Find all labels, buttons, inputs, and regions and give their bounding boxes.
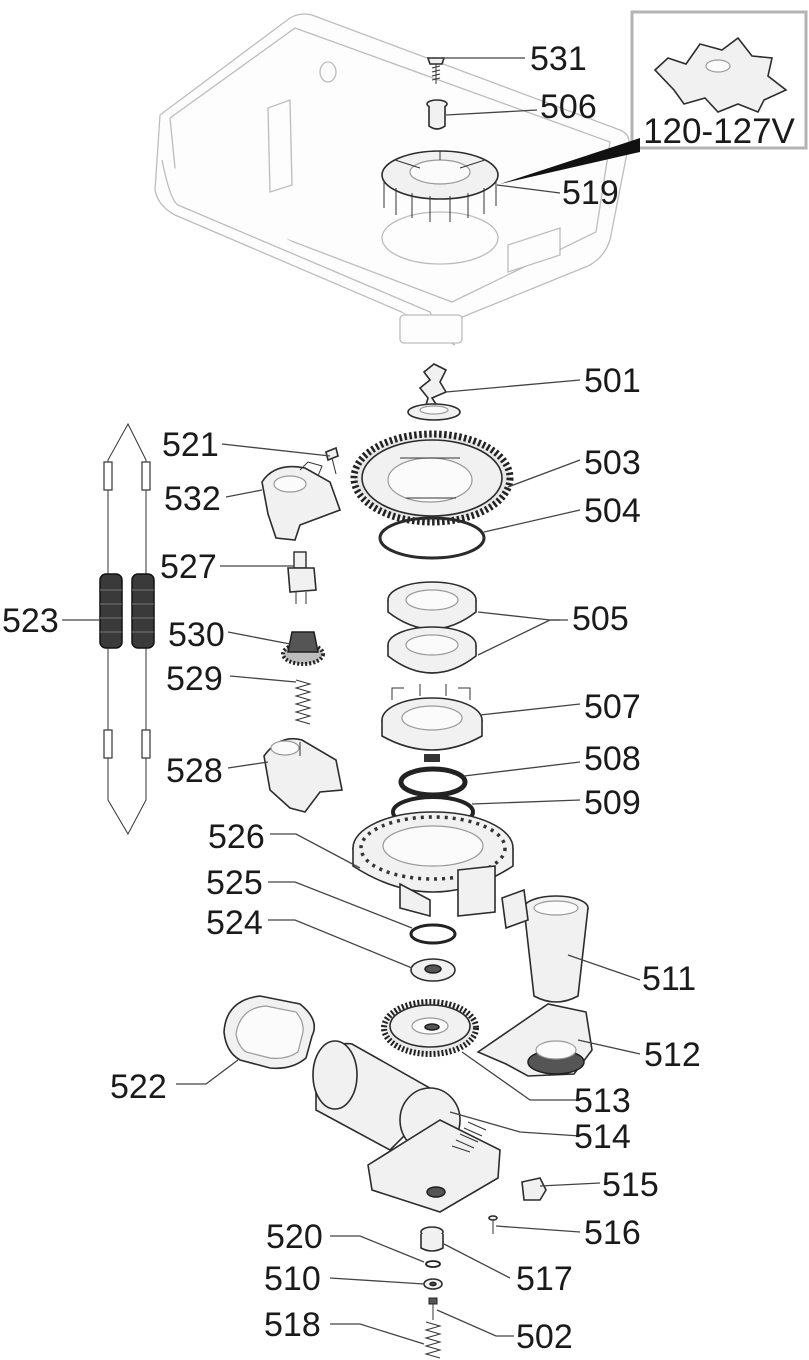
inset-pointer: [500, 138, 640, 184]
part-512-plate: [476, 1003, 593, 1077]
callout-505: 505: [572, 600, 629, 638]
part-525-washer: [409, 923, 457, 945]
part-514-motor: [312, 1040, 501, 1213]
part-518-spring: [424, 1321, 442, 1359]
callout-504: 504: [584, 492, 641, 530]
callout-517: 517: [516, 1260, 573, 1298]
inset-box: 120-127V: [500, 10, 808, 184]
part-517-bushing: [420, 1226, 444, 1252]
part-511-cup: [501, 888, 589, 1003]
part-528-bracket: [263, 737, 343, 813]
callout-523: 523: [2, 602, 59, 640]
part-523-harness: [99, 422, 155, 836]
part-508-ring: [398, 766, 468, 798]
callout-507: 507: [584, 688, 641, 726]
part-521-screw: [325, 446, 339, 475]
callout-514: 514: [574, 1118, 631, 1156]
callout-526: 526: [208, 818, 265, 856]
part-505-discs: [387, 581, 477, 674]
callout-511: 511: [642, 960, 696, 998]
part-519-retainer: [381, 150, 499, 222]
callout-516: 516: [584, 1214, 641, 1252]
callout-510: 510: [264, 1260, 321, 1298]
part-503-gear-ring: [350, 430, 514, 526]
part-506-bushing: [426, 99, 448, 130]
callout-501: 501: [584, 362, 641, 400]
top-housing-ghost: [154, 13, 630, 346]
callout-522: 522: [110, 1068, 167, 1106]
part-530-gear: [281, 631, 325, 666]
callout-525: 525: [206, 864, 263, 902]
callout-508: 508: [584, 740, 641, 778]
part-522-bracket-ring: [223, 995, 316, 1070]
part-504-o-ring: [378, 516, 486, 560]
callout-520: 520: [266, 1218, 323, 1256]
part-527-shaft: [287, 551, 317, 604]
callout-506: 506: [540, 88, 597, 126]
callout-529: 529: [166, 660, 223, 698]
part-531-screw: [426, 57, 446, 84]
part-513-gear: [381, 999, 479, 1057]
part-501-auger: [407, 363, 461, 421]
part-502-screw: [428, 1297, 438, 1320]
part-529-spring: [294, 679, 312, 725]
callout-532: 532: [164, 480, 221, 518]
inset-voltage-label: 120-127V: [643, 112, 795, 151]
part-510-nut: [423, 1278, 443, 1290]
callout-labels: 531 506 519 501 521 503 532 504 527 523 …: [2, 40, 701, 1356]
part-520-washer: [425, 1260, 441, 1268]
part-526-housing: [352, 811, 514, 918]
callout-515: 515: [602, 1166, 659, 1204]
leader-lines: [62, 57, 641, 1345]
callout-531: 531: [530, 40, 587, 78]
callout-528: 528: [166, 752, 223, 790]
callout-503: 503: [584, 444, 641, 482]
part-515-clip: [521, 1177, 547, 1201]
part-516-screw: [488, 1215, 498, 1234]
callout-527: 527: [160, 548, 217, 586]
callout-513: 513: [574, 1082, 631, 1120]
callout-530: 530: [168, 616, 225, 654]
part-507-grinder: [381, 684, 483, 762]
part-524-washer: [410, 958, 456, 982]
callout-524: 524: [206, 904, 263, 942]
callout-512: 512: [644, 1036, 701, 1074]
callout-519: 519: [562, 174, 619, 212]
callout-509: 509: [584, 784, 641, 822]
callout-518: 518: [264, 1306, 321, 1344]
callout-502: 502: [516, 1318, 573, 1356]
callout-521: 521: [162, 426, 219, 464]
part-532-bracket: [261, 461, 342, 541]
